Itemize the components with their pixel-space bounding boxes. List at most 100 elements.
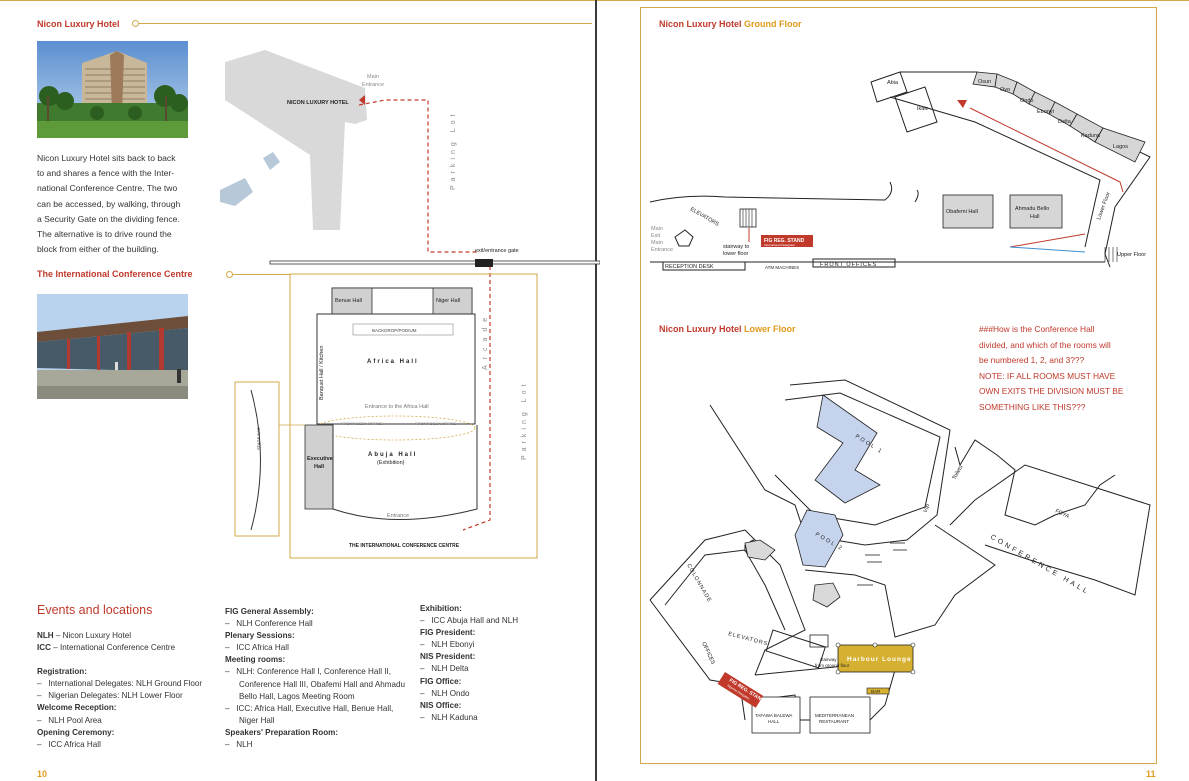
abbr-key: ICC [37, 643, 51, 653]
room-oyo: Oyo [1000, 87, 1010, 93]
top-rule-right [597, 0, 1189, 1]
hotel-description: Nicon Luxury Hotel sits back to back to … [37, 151, 192, 257]
event-heading: Registration: [37, 667, 87, 677]
room-osun: Osun [978, 79, 991, 85]
benue-hall-label: Benue Hall [335, 298, 362, 304]
hotel-text-line: Nicon Luxury Hotel sits back to back [37, 153, 176, 163]
offices-label: OFFICES [700, 641, 716, 665]
lower-floor-title-main: Nicon Luxury Hotel [659, 324, 742, 334]
event-item-text: NLH: Conference Hall I, Conference Hall … [236, 667, 406, 701]
icc-title-rule [230, 274, 290, 275]
foya-label: FOYA [1054, 508, 1070, 520]
lower-floor-title: Nicon Luxury Hotel Lower Floor [659, 324, 796, 334]
abbr-row: ICC – International Conference Centre [37, 642, 217, 654]
note-line: SOMETHING LIKE THIS??? [979, 401, 1086, 412]
event-heading: Welcome Reception: [37, 703, 117, 713]
mediterranean-label-1: MEDITERRANEAN [815, 713, 854, 718]
upper-floor-label: Upper Floor [1117, 252, 1146, 258]
event-item-text: ICC: Africa Hall, Executive Hall, Benue … [236, 703, 394, 725]
event-item-text: NLH [236, 740, 253, 750]
hotel-label: NICON LUXURY HOTEL [287, 100, 349, 106]
harbour-lounge-label: Harbour Lounge [847, 656, 912, 663]
note-line: NOTE: IF ALL ROOMS MUST HAVE [979, 370, 1116, 381]
main-entrance-label-2: Entrance [362, 82, 384, 88]
lower-floor-label: Lower Floor [1096, 191, 1112, 220]
event-item-text: ICC Africa Hall [236, 643, 289, 653]
event-item-text: ICC Abuja Hall and NLH [431, 616, 519, 626]
event-item: – NLH [225, 740, 253, 750]
event-item-text: NLH Ondo [431, 688, 470, 698]
hotel-title-rule [136, 23, 592, 24]
tafawa-label-1: TAFAWA BALEWA [755, 713, 792, 718]
tafawa-label-2: HALL [768, 719, 780, 724]
executive-hall-label-1: Executive [307, 456, 333, 462]
hotel-section-title: Nicon Luxury Hotel [37, 19, 120, 29]
event-item: – ICC: Africa Hall, Executive Hall, Benu… [225, 703, 394, 725]
event-item-text: ICC Africa Hall [48, 739, 101, 749]
event-heading: Exhibition: [420, 604, 462, 613]
hotel-text-line: block from either of the building. [37, 244, 159, 255]
icc-section-title: The International Conference Centre [37, 269, 193, 279]
backdrop-label: BACKDROP/PODIUM [372, 328, 417, 333]
front-offices-label: FRONT OFFICES [820, 262, 877, 268]
main-exit-2: Exit [651, 233, 661, 239]
event-heading: Opening Ceremony: [37, 727, 115, 737]
main-entrance-label-1: Main [367, 74, 379, 80]
event-item-text: International Delegates: NLH Ground Floo… [48, 679, 203, 689]
event-item: – NLH Delta [420, 664, 469, 674]
niger-hall-label: Niger Hall [436, 298, 460, 304]
room-kaduna: Kaduna [1081, 133, 1101, 139]
event-item: – ICC Africa Hall [37, 739, 101, 749]
hotel-title-dot [132, 20, 139, 27]
ground-floor-title: Nicon Luxury Hotel Ground Floor [659, 19, 802, 29]
lower-floor-map: Harbour Lounge POOL 1 POOL 2 Toilets VIP… [649, 379, 1151, 734]
reception-label: RECEPTION DESK [665, 264, 714, 270]
event-item-text: NLH Conference Hall [236, 619, 313, 629]
lower-floor-title-sub: Lower Floor [744, 324, 796, 334]
right-page-frame [640, 7, 1157, 764]
event-item-text: NLH Kaduna [431, 712, 478, 722]
abuja-hall-label: Abuja Hall [368, 452, 417, 458]
main-exit-1: Main [651, 226, 663, 232]
ahmadu-label-2: Hall [1030, 214, 1039, 220]
top-rule-left [0, 0, 595, 1]
event-heading: Plenary Sessions: [225, 631, 295, 641]
hotel-text-line: The alternative is to drive round the [37, 229, 172, 240]
event-item: – Nigerian Delegates: NLH Lower Floor [37, 691, 183, 701]
parking-top-label: Parking Lot [450, 111, 457, 190]
toilets-label: Toilets [952, 464, 965, 481]
page-spine [595, 0, 597, 781]
entrance-africa-label: Entrance to the Africa Hall [365, 404, 429, 410]
exhibition-label: (Exhibition) [377, 460, 405, 466]
icc-title-dot [226, 271, 233, 278]
note-line: divided, and which of the rooms will [979, 339, 1111, 350]
room-delta: Delta [1058, 119, 1072, 125]
event-item-text: NLH Delta [431, 664, 469, 674]
abbr-text: – International Conference Centre [50, 643, 176, 653]
stairway-label-1: stairway to [723, 244, 749, 250]
abbr-text: – Nicon Luxury Hotel [53, 631, 132, 640]
page-number-right: 11 [1146, 769, 1156, 779]
icc-photo [37, 294, 188, 399]
elevators-lower-label: ELEVATORS [727, 631, 768, 647]
events-column-2: FIG General Assembly:– NLH Conference Ha… [225, 606, 405, 751]
page-number-left: 10 [37, 769, 48, 779]
planning-note: ###How is the Conference Hall divided, a… [979, 322, 1149, 415]
exit-gate-label: exit/entrance gate [475, 248, 519, 254]
ahmadu-label-1: Ahmadu Bello [1015, 206, 1049, 212]
room-lagos: Lagos [1113, 144, 1128, 150]
front-desk-left-label: FRONT DESK OFFICE [341, 421, 383, 426]
room-abia: Abia [887, 80, 899, 86]
event-item: – NLH Conference Hall [225, 619, 313, 629]
event-heading: NIS President: [420, 652, 476, 662]
event-item-text: NLH Ebonyi [431, 640, 475, 650]
events-title: Events and locations [37, 603, 153, 617]
conference-hall-label: CONFERENCE HALL [989, 534, 1091, 597]
ground-floor-title-main: Nicon Luxury Hotel [659, 19, 742, 29]
colonnade-label: COLONNADE [685, 563, 712, 604]
event-heading: FIG Office: [420, 676, 462, 686]
mediterranean-label-2: RESTAURANT [819, 719, 849, 724]
icc-label: THE INTERNATIONAL CONFERENCE CENTRE [349, 543, 460, 549]
abbr-key: NLH [37, 631, 54, 640]
